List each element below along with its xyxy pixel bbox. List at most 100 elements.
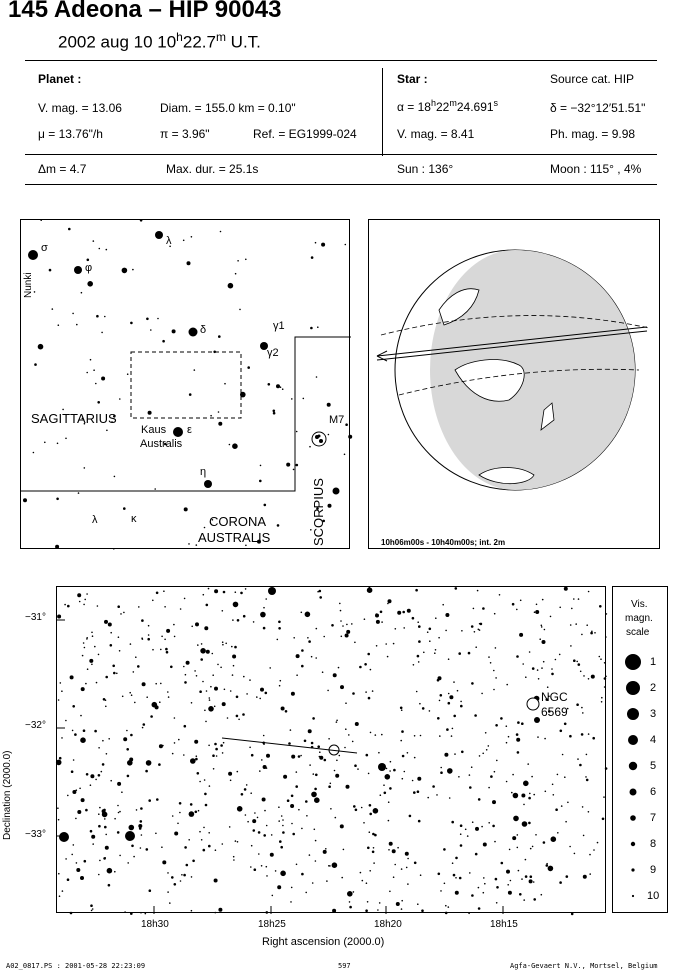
field-star bbox=[178, 738, 180, 741]
field-star bbox=[203, 526, 206, 529]
field-star bbox=[82, 642, 85, 644]
field-star bbox=[475, 646, 478, 648]
scale-title-1: Vis. bbox=[631, 599, 648, 610]
field-star bbox=[263, 606, 265, 609]
field-star bbox=[389, 760, 392, 763]
field-star bbox=[594, 632, 596, 634]
field-star bbox=[470, 625, 474, 628]
scale-title-2: magn. bbox=[625, 613, 653, 624]
label-corona: CORONA bbox=[209, 514, 267, 529]
field-star bbox=[305, 891, 307, 894]
field-star bbox=[323, 758, 327, 762]
field-star bbox=[290, 691, 295, 696]
field-star bbox=[537, 736, 539, 738]
field-star bbox=[304, 611, 311, 618]
field-star bbox=[32, 451, 35, 454]
field-star bbox=[188, 543, 190, 545]
planet-ref: Ref. = EG1999-024 bbox=[253, 127, 357, 141]
field-star bbox=[101, 331, 103, 334]
field-star bbox=[449, 695, 454, 700]
field-star bbox=[326, 402, 331, 407]
field-star bbox=[444, 911, 448, 915]
field-star bbox=[560, 805, 563, 807]
field-star bbox=[551, 668, 553, 670]
field-star bbox=[265, 598, 267, 600]
field-star bbox=[291, 754, 296, 759]
field-star bbox=[146, 317, 149, 321]
field-star bbox=[269, 852, 274, 857]
field-star bbox=[368, 831, 371, 833]
field-star bbox=[183, 724, 187, 728]
field-star bbox=[215, 755, 218, 757]
field-star bbox=[298, 808, 300, 811]
field-star bbox=[309, 445, 311, 448]
field-star bbox=[99, 859, 101, 862]
field-star bbox=[77, 593, 82, 598]
field-star bbox=[567, 801, 569, 804]
field-star bbox=[582, 874, 587, 879]
field-star bbox=[69, 675, 74, 680]
field-star bbox=[397, 846, 399, 849]
field-star bbox=[245, 784, 248, 786]
planet-vmag: V. mag. = 13.06 bbox=[38, 101, 122, 115]
field-star bbox=[345, 702, 347, 704]
field-star bbox=[559, 606, 561, 609]
field-star bbox=[496, 759, 498, 762]
field-star bbox=[498, 594, 501, 596]
field-star bbox=[310, 326, 313, 330]
field-star bbox=[587, 678, 590, 680]
label-lambda-bot: λ bbox=[92, 514, 98, 526]
field-star bbox=[417, 621, 420, 623]
field-star bbox=[447, 658, 450, 660]
field-star bbox=[229, 690, 232, 692]
field-star bbox=[361, 879, 364, 882]
field-star bbox=[369, 812, 373, 816]
field-star bbox=[469, 872, 471, 874]
field-star bbox=[392, 642, 395, 645]
field-star bbox=[512, 773, 514, 776]
field-star bbox=[58, 895, 61, 897]
field-star bbox=[312, 717, 315, 720]
field-star bbox=[256, 816, 259, 819]
field-star bbox=[565, 820, 567, 823]
field-star bbox=[473, 631, 476, 633]
field-star bbox=[278, 684, 281, 687]
field-star bbox=[310, 741, 314, 745]
field-star bbox=[331, 862, 338, 868]
field-star bbox=[488, 656, 490, 658]
field-star bbox=[372, 847, 375, 849]
field-star bbox=[123, 507, 126, 510]
field-star bbox=[56, 497, 59, 501]
field-star bbox=[395, 902, 400, 906]
field-star bbox=[364, 663, 367, 666]
scale-label-3: 3 bbox=[650, 708, 657, 720]
field-star bbox=[152, 648, 154, 651]
field-star bbox=[114, 870, 116, 873]
field-star bbox=[200, 648, 206, 654]
field-star bbox=[126, 729, 128, 732]
label-delta: δ bbox=[200, 324, 207, 336]
field-star bbox=[291, 822, 293, 825]
field-star bbox=[263, 743, 265, 745]
field-star bbox=[513, 815, 519, 822]
field-star bbox=[494, 877, 498, 881]
field-star bbox=[417, 903, 419, 905]
field-star bbox=[72, 705, 75, 708]
field-star bbox=[587, 733, 590, 735]
field-star bbox=[417, 819, 421, 823]
field-star bbox=[184, 673, 187, 676]
field-star bbox=[306, 815, 308, 817]
field-star bbox=[288, 742, 291, 745]
field-star bbox=[332, 908, 337, 913]
field-star bbox=[524, 858, 527, 861]
field-star bbox=[548, 710, 551, 713]
field-star bbox=[460, 700, 462, 703]
field-star bbox=[406, 608, 411, 613]
field-star bbox=[166, 628, 171, 633]
field-star bbox=[488, 822, 491, 824]
field-star bbox=[521, 878, 523, 880]
field-star bbox=[535, 610, 540, 614]
field-star bbox=[478, 622, 481, 625]
field-star bbox=[369, 870, 372, 872]
field-star bbox=[97, 774, 101, 777]
